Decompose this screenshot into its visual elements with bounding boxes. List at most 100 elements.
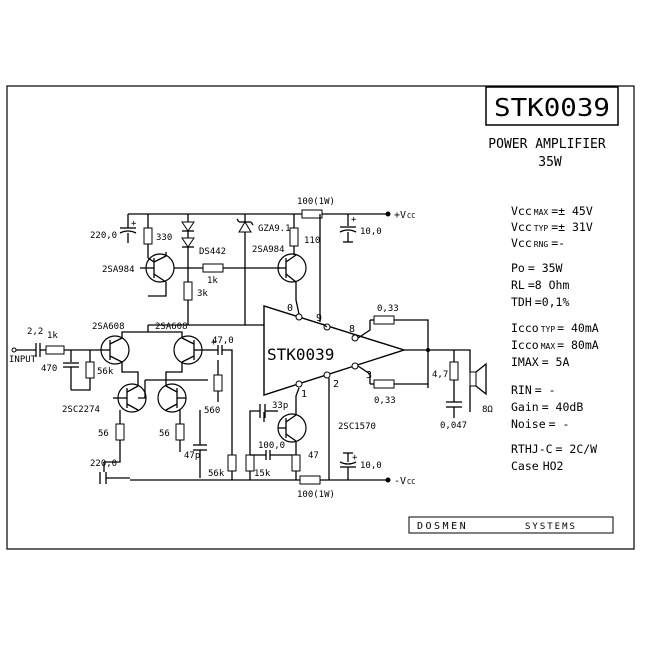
- svg-text:56: 56: [159, 429, 170, 439]
- c-10-bottom: 10,0: [360, 461, 382, 471]
- spec-rin: RIN= -: [511, 383, 556, 397]
- svg-text:2SA984: 2SA984: [102, 265, 135, 275]
- q-2sa608-right-label: 2SA608: [155, 322, 188, 332]
- pin-9: 9: [316, 313, 322, 324]
- svg-text:56k: 56k: [208, 469, 225, 479]
- transistor-2sc2274-left: [113, 383, 147, 413]
- r-47: [291, 454, 301, 472]
- svg-text:+: +: [211, 338, 217, 348]
- brand-box: [408, 516, 614, 534]
- c-47-0: 47,0: [212, 336, 234, 346]
- svg-text:DS442: DS442: [199, 247, 226, 257]
- pin-0: 0: [287, 303, 293, 314]
- spec-noise: Noise= -: [511, 417, 569, 431]
- c-100-0: 100,0: [258, 441, 285, 451]
- transistor-2sc1570: [277, 413, 307, 443]
- r-56k-right: [227, 454, 237, 472]
- svg-text:3k: 3k: [197, 289, 208, 299]
- speaker-impedance: 8Ω: [482, 405, 493, 415]
- svg-text:1k: 1k: [47, 331, 58, 341]
- svg-text:560: 560: [204, 406, 220, 416]
- svg-text:15k: 15k: [254, 469, 271, 479]
- svg-text:+: +: [131, 219, 137, 229]
- q-2sa608-left-label: 2SA608: [92, 322, 125, 332]
- svg-text:0,33: 0,33: [377, 304, 399, 314]
- r-3k: [183, 281, 193, 301]
- transistor-2sa608-left: [96, 335, 130, 365]
- c-47p: 47p: [184, 451, 200, 461]
- stk-chip: STK0039 0 9 8 1 2 3: [263, 303, 407, 400]
- vcc-pos-label: +VCC: [394, 210, 415, 221]
- part-number: STK0039: [494, 93, 610, 122]
- r-1k-in: [45, 345, 65, 355]
- r-56-left: [115, 423, 125, 441]
- svg-text:0,33: 0,33: [374, 396, 396, 406]
- svg-text:GZA9.1: GZA9.1: [258, 224, 291, 234]
- part-number-box: [485, 86, 619, 126]
- transistor-2sa608-right: [173, 335, 208, 365]
- r-033-bottom: [373, 379, 395, 389]
- spec-rthj: RTHJ-C= 2C/W: [511, 442, 597, 456]
- r-56k-left: [85, 361, 95, 379]
- transistor-2sa984-left: [140, 252, 175, 283]
- vcc-neg-label: -VCC: [394, 476, 415, 487]
- sheet-border: [6, 85, 635, 550]
- r-1k-mid: [202, 263, 224, 273]
- brand-suffix: SYSTEMS: [525, 522, 577, 532]
- pin-2: 2: [333, 379, 339, 390]
- r-4-7: [449, 361, 459, 381]
- transistor-2sa984-right: [277, 253, 307, 283]
- input-label: INPUT: [9, 355, 37, 365]
- transistor-2sc2274-right: [157, 383, 187, 413]
- r-033-top: [373, 315, 395, 325]
- pin-8: 8: [349, 324, 355, 335]
- r-100-1w-top: 100(1W): [297, 197, 335, 219]
- svg-text:330: 330: [156, 233, 172, 243]
- c-220-top: 220,0: [90, 231, 117, 241]
- title-block: STK0039 POWER AMPLIFIER 35W: [485, 86, 619, 170]
- svg-text:110: 110: [304, 236, 320, 246]
- spec-tdh: TDH=0,1%: [511, 295, 569, 309]
- svg-text:100(1W): 100(1W): [297, 197, 335, 207]
- circuit: STK0039 0 9 8 1 2 3 100(1W) +VCC: [9, 197, 493, 500]
- spec-po: Po= 35W: [511, 261, 563, 275]
- c-10-top: 10,0: [360, 227, 382, 237]
- title-subtitle: POWER AMPLIFIER: [488, 137, 606, 152]
- c-in: 2,2: [27, 327, 43, 337]
- spec-gain: Gain= 40dB: [511, 400, 583, 414]
- r-330: [143, 227, 153, 245]
- svg-text:56: 56: [98, 429, 109, 439]
- pin-3: 3: [366, 370, 372, 381]
- c-470: 470: [41, 364, 57, 374]
- r-560: [213, 374, 223, 392]
- r-15k: [245, 454, 255, 472]
- speaker-icon: [469, 362, 487, 396]
- c-33p: 33p: [272, 401, 288, 411]
- spec-rl: RL=8 Ohm: [511, 278, 569, 292]
- title-power: 35W: [538, 155, 562, 170]
- svg-text:2SC1570: 2SC1570: [338, 422, 376, 432]
- svg-text:47: 47: [308, 451, 319, 461]
- pin-1: 1: [301, 389, 307, 400]
- svg-text:1k: 1k: [207, 276, 218, 286]
- q-2sc2274-label: 2SC2274: [62, 405, 100, 415]
- r-110: [289, 227, 299, 247]
- svg-text:+: +: [351, 215, 357, 225]
- svg-text:56k: 56k: [97, 367, 114, 377]
- c-220-bottom: 220,0: [90, 459, 117, 469]
- brand-name: DOSMEN: [417, 521, 468, 532]
- r-56-right: [175, 423, 185, 441]
- spec-imax: IMAX= 5A: [511, 355, 569, 369]
- svg-text:100(1W): 100(1W): [297, 490, 335, 500]
- c-0-047: 0,047: [440, 421, 467, 431]
- chip-label: STK0039: [267, 345, 334, 364]
- svg-text:4,7: 4,7: [432, 370, 448, 380]
